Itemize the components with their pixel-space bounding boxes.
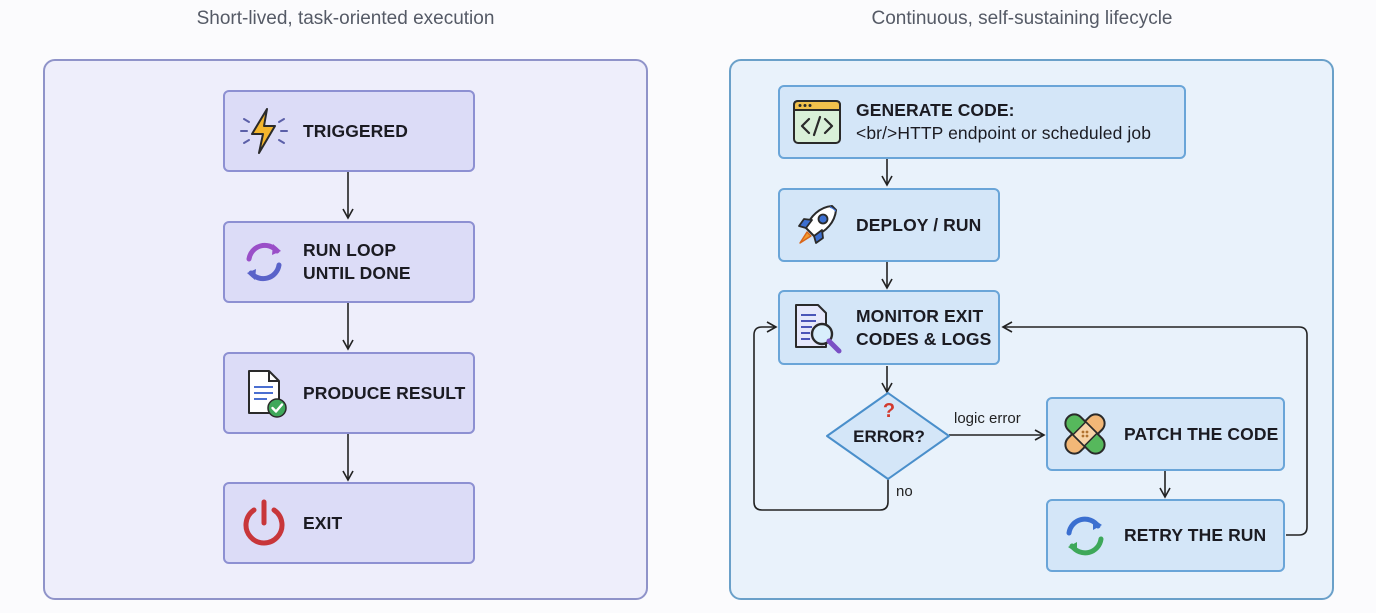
arrow-retry-loop-back: [1001, 321, 1308, 536]
edge-label-logic-error: logic error: [954, 410, 1021, 427]
document-check-icon: [248, 370, 287, 418]
arrow-no-loop-back: [753, 321, 889, 511]
cycle-arrows-icon: [246, 242, 282, 282]
retry-run-step: RETRY THE RUN: [1046, 499, 1285, 572]
run-loop-line-2: UNTIL DONE: [303, 263, 411, 283]
right-column-title: Continuous, self-sustaining lifecycle: [871, 8, 1173, 29]
run-loop-step: RUN LOOP UNTIL DONE: [223, 221, 475, 303]
exit-label: EXIT: [303, 512, 343, 533]
run-loop-line-1: RUN LOOP: [303, 240, 397, 260]
rocket-icon: [798, 205, 837, 244]
generate-code-subtitle: <br/>HTTP endpoint or scheduled job: [856, 123, 1152, 143]
triggered-step: TRIGGERED: [223, 90, 475, 172]
decision-diamond: [826, 392, 950, 480]
produce-result-label: PRODUCE RESULT: [303, 382, 466, 403]
bandage-icon: [1064, 413, 1106, 455]
power-icon: [243, 499, 285, 546]
generate-code-title: GENERATE CODE:: [856, 100, 1015, 120]
deploy-run-label: DEPLOY / RUN: [856, 214, 982, 235]
monitor-line-2: CODES & LOGS: [856, 328, 992, 349]
retry-run-label: RETRY THE RUN: [1124, 525, 1267, 545]
generate-code-label: GENERATE CODE: <br/>HTTP endpoint or sch…: [856, 99, 1151, 145]
monitor-label: MONITOR EXIT CODES & LOGS: [856, 305, 991, 351]
left-column-title: Short-lived, task-oriented execution: [196, 8, 495, 29]
triggered-label: TRIGGERED: [303, 120, 408, 141]
monitor-step: MONITOR EXIT CODES & LOGS: [778, 290, 1000, 365]
refresh-arrows-icon: [1066, 516, 1104, 555]
patch-code-step: PATCH THE CODE: [1046, 397, 1285, 471]
produce-result-step: PRODUCE RESULT: [223, 352, 475, 434]
deploy-run-step: DEPLOY / RUN: [778, 188, 1000, 262]
code-window-icon: [793, 100, 841, 144]
lightning-icon: [240, 108, 288, 154]
edge-label-no: no: [896, 483, 913, 500]
monitor-line-1: MONITOR EXIT: [856, 305, 984, 326]
patch-code-label: PATCH THE CODE: [1124, 423, 1279, 444]
decision-label: ERROR?: [853, 427, 925, 446]
run-loop-label: RUN LOOP UNTIL DONE: [303, 239, 411, 285]
exit-step: EXIT: [223, 482, 475, 564]
generate-code-step: GENERATE CODE: <br/>HTTP endpoint or sch…: [778, 85, 1186, 159]
decision-question-mark: ?: [882, 400, 896, 422]
document-magnifier-icon: [795, 303, 842, 353]
